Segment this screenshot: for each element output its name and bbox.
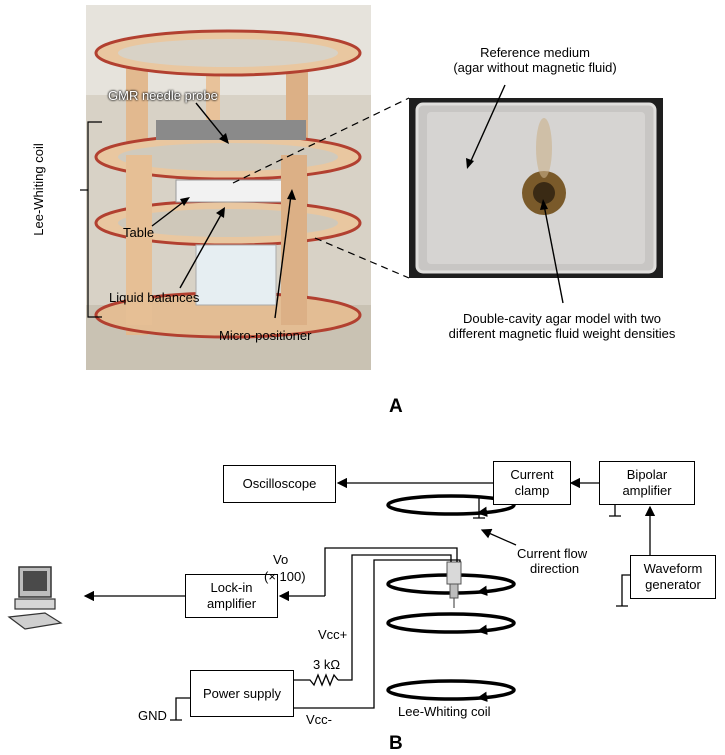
power-supply-box: Power supply (190, 670, 294, 717)
agar-model-photo (409, 98, 663, 278)
positioner-label: Micro-positioner (219, 328, 312, 343)
resistor-label: 3 kΩ (313, 657, 341, 672)
reference-title: Reference medium (480, 45, 590, 60)
model-line-2: different magnetic fluid weight densitie… (448, 326, 676, 341)
table-label: Table (123, 225, 155, 240)
panel-a-letter: A (389, 396, 403, 417)
current-flow-label: Current flow direction (517, 546, 588, 576)
model-line-1: Double-cavity agar model with two (463, 311, 661, 326)
model-label: Double-cavity agar model with two differ… (412, 311, 712, 341)
apparatus-photo (86, 5, 371, 370)
gnd-label: GND (138, 708, 167, 723)
panel-b-letter: B (389, 733, 403, 754)
vcc-minus-label: Vcc- (306, 712, 332, 727)
computer-icon (5, 565, 65, 635)
gain-label: (× 100) (264, 569, 306, 584)
probe-label: GMR needle probe (108, 88, 218, 103)
vo-label: Vo (273, 552, 289, 567)
oscilloscope-box: Oscilloscope (223, 465, 336, 503)
reference-subtitle: (agar without magnetic fluid) (453, 60, 617, 75)
coil-label: Lee-Whiting coil (398, 704, 491, 719)
vcc-plus-label: Vcc+ (318, 627, 348, 642)
reference-label: Reference medium (agar without magnetic … (420, 45, 650, 75)
power-supply-label: Power supply (202, 685, 282, 701)
balances-label: Liquid balances (109, 290, 200, 305)
oscilloscope-label: Oscilloscope (242, 476, 317, 491)
